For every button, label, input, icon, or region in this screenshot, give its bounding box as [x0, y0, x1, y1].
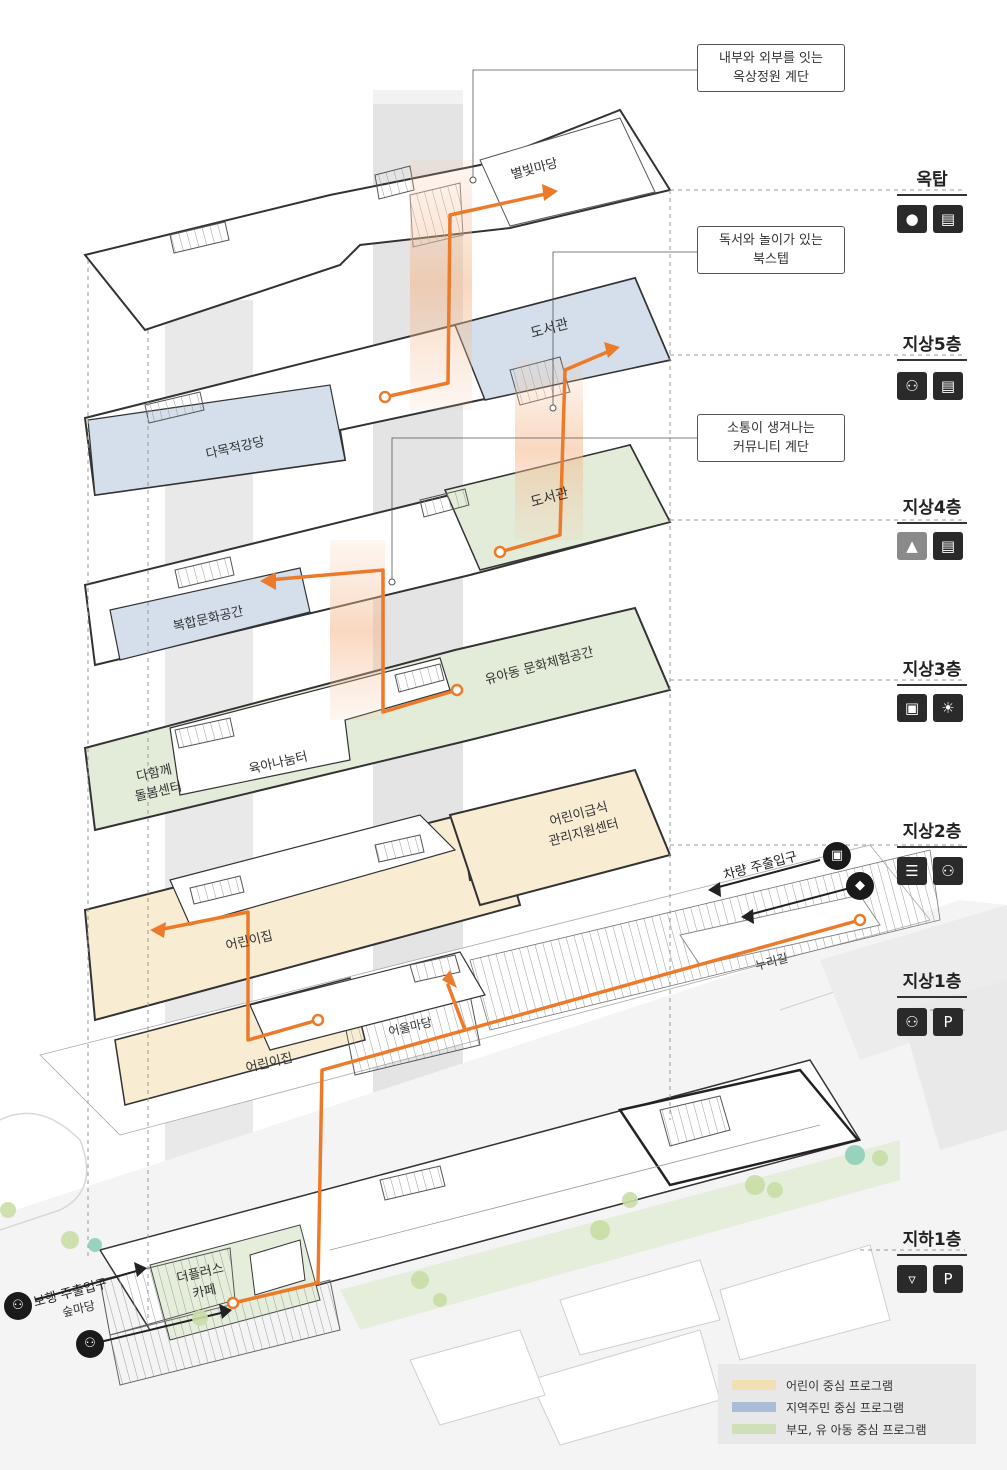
circulation-path — [156, 191, 862, 1305]
path-arrowheads — [150, 184, 620, 988]
car-icon: ◆ — [846, 872, 874, 900]
parking-car-icon: P — [933, 1265, 963, 1293]
legend-item: 지역주민 중심 프로그램 — [718, 1396, 976, 1418]
callout-community-stair: 소통이 생겨나는 커뮤니티 계단 — [697, 414, 845, 462]
family-icon: ⚇ — [897, 1008, 927, 1036]
legend-item: 어린이 중심 프로그램 — [718, 1374, 976, 1396]
floor-label-5f: 지상5층 — [897, 330, 967, 361]
legend-item: 부모, 유 아동 중심 프로그램 — [718, 1418, 976, 1440]
callout-rooftop-stair: 내부와 외부를 잇는 옥상정원 계단 — [697, 44, 845, 92]
floor-plate-b1 — [98, 1059, 862, 1386]
cafe-seating-icon: ▤ — [933, 205, 963, 233]
legend-swatch-family — [732, 1424, 776, 1434]
pedestrian-icon: ⚇ — [4, 1292, 32, 1320]
legend: 어린이 중심 프로그램 지역주민 중심 프로그램 부모, 유 아동 중심 프로그… — [718, 1364, 976, 1444]
floor-label-2f: 지상2층 — [897, 817, 967, 848]
playroom-icon: ▣ — [897, 694, 927, 722]
floor-label-1f: 지상1층 — [897, 967, 967, 998]
floor-plate-2f — [83, 768, 672, 1022]
open-book-icon: ▤ — [933, 372, 963, 400]
stair-glow-3f — [330, 540, 385, 720]
stair-glow-rooftop — [410, 160, 472, 410]
landscape-trees — [0, 1145, 888, 1326]
open-book-icon: ▤ — [933, 532, 963, 560]
projection-lines — [87, 189, 965, 1320]
legend-swatch-community — [732, 1402, 776, 1412]
parking-car-icon: P — [933, 1008, 963, 1036]
callout-book-step: 독서와 놀이가 있는 북스텝 — [697, 226, 845, 274]
reading-child-icon: ⚇ — [897, 372, 927, 400]
floor-label-4f: 지상4층 — [897, 493, 967, 524]
pedestrian-icon: ⚇ — [76, 1330, 104, 1358]
table-tennis-icon: ● — [897, 205, 927, 233]
legend-swatch-kids — [732, 1380, 776, 1390]
sun-play-icon: ☀ — [933, 694, 963, 722]
parent-child-icon: ⚇ — [933, 857, 963, 885]
drink-glass-icon: ▿ — [897, 1265, 927, 1293]
floor-label-3f: 지상3층 — [897, 655, 967, 686]
dining-utensils-icon: ☰ — [897, 857, 927, 885]
stair-glow-5f — [515, 360, 583, 540]
floor-plate-5f — [83, 276, 672, 497]
floor-label-b1: 지하1층 — [897, 1225, 967, 1256]
bus-icon: ▣ — [823, 842, 851, 870]
floor-label-rooftop: 옥탑 — [897, 165, 967, 196]
hill-play-icon: ▲ — [897, 532, 927, 560]
